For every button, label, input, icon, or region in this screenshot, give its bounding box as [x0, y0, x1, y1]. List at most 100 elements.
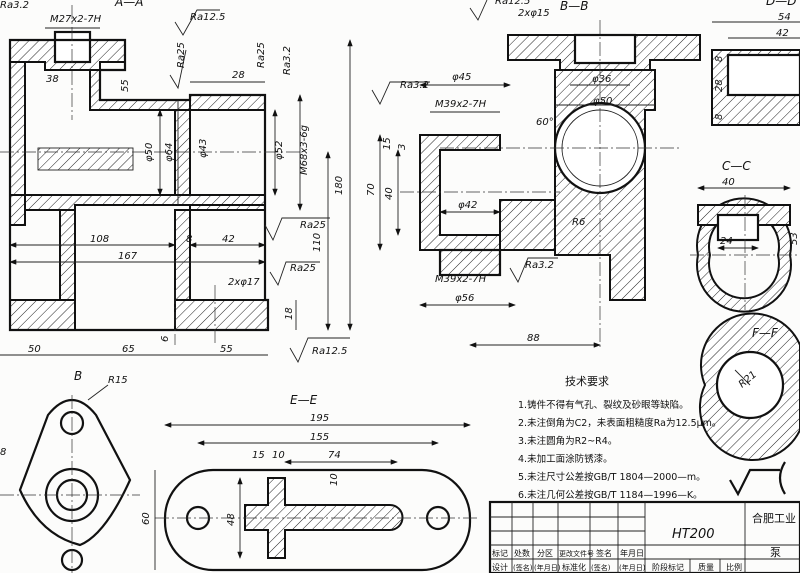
ee-dim-60: 60	[141, 512, 152, 525]
aa-body-left	[9, 61, 26, 196]
dd-dim-54: 54	[778, 12, 791, 23]
tb-row1-4: 签名	[596, 548, 612, 558]
notes-item-3: 3.未注圆角为R2~R4。	[518, 435, 617, 447]
view-b-flange: B R15 8	[0, 369, 140, 573]
cc-dim-40: 40	[722, 177, 735, 188]
b-dim-8: 8	[0, 447, 6, 458]
aa-ra25-label-3: Ra25	[300, 220, 326, 231]
title-block: HT200 合肥工业 泵 标记 处数 分区 更改文件号 签名 年月日 设计 (签…	[488, 500, 800, 573]
aa-dim-65: 65	[122, 344, 135, 355]
bb-r6: R6	[572, 217, 585, 228]
aa-dim-55b: 55	[220, 344, 233, 355]
cc-dim-24: 24	[720, 236, 733, 247]
bb-dim-3: 3	[397, 144, 408, 150]
bb-view-label: B—B	[560, 0, 588, 13]
notes-item-4: 4.未加工面涂防锈漆。	[518, 453, 613, 465]
aa-dim-18: 18	[284, 307, 295, 320]
tb-company: 合肥工业	[752, 511, 796, 525]
bb-dim-15: 15	[382, 137, 393, 150]
tb-row2-1: (签名)	[513, 563, 533, 572]
technical-requirements: 技术要求 1.铸件不得有气孔、裂纹及砂眼等缺陷。 2.未注倒角为C2，未表面粗糙…	[518, 375, 786, 501]
aa-dim-28: 28	[232, 70, 245, 81]
ee-dim-48: 48	[226, 513, 237, 526]
tb-row2-2: (年月日)	[534, 563, 561, 572]
aa-dim-180: 180	[334, 176, 345, 195]
aa-dim-42: 42	[222, 234, 235, 245]
tb-row1-1: 处数	[514, 548, 530, 558]
section-view-bb: B—B Ra12.5 2xφ15 φ45 φ36 Ra3.2 M39x2-7H …	[366, 0, 701, 350]
section-view-cc: C—C 40 24 53	[690, 159, 800, 313]
aa-ra32-label-2: Ra3.2	[282, 46, 293, 75]
ee-dim-155: 155	[310, 432, 329, 443]
tb-row2-4: (签名)	[591, 563, 611, 572]
bb-ra-symbol-2	[509, 257, 558, 284]
notes-item-1: 1.铸件不得有气孔、裂纹及砂眼等缺陷。	[518, 399, 689, 411]
aa-view-label: A—A	[114, 0, 143, 9]
aa-dim-55: 55	[120, 79, 131, 92]
aa-leg-right	[174, 209, 191, 301]
dd-slot	[726, 53, 800, 97]
aa-ra-symbol-2	[169, 49, 187, 90]
bb-ra125-label: Ra12.5	[495, 0, 530, 7]
bb-ra-symbol-1	[371, 81, 430, 105]
aa-base-right	[174, 299, 269, 331]
ee-dim-10a: 10	[272, 450, 285, 461]
aa-ra25-label-4: Ra25	[290, 263, 316, 274]
aa-ra32-label: Ra3.2	[0, 0, 29, 11]
section-view-aa: A—A Ra3.2 M27x2-7H Ra12.5 Ra25 Ra25 Ra3.…	[0, 0, 353, 364]
bb-phi42: φ42	[458, 200, 477, 211]
aa-m27-label: M27x2-7H	[50, 14, 102, 25]
bb-phi36: φ36	[592, 74, 611, 85]
section-view-ff: F—F R21	[698, 312, 800, 462]
ee-dim-74: 74	[328, 450, 341, 461]
aa-dim-phi43: φ43	[198, 139, 209, 158]
tb-row2-3: 标准化	[562, 562, 586, 572]
aa-dim-m68: M68x3-6g	[299, 125, 310, 175]
tb-row1-0: 标记	[492, 548, 508, 558]
aa-dim-50: 50	[28, 344, 41, 355]
aa-inner-column	[174, 109, 191, 196]
bb-phi56: φ56	[455, 293, 474, 304]
ff-radius-line	[734, 369, 751, 386]
bb-ra32-label-2: Ra3.2	[525, 260, 554, 271]
tb-scale: 比例	[726, 562, 742, 572]
bb-ra32-label: Ra3.2	[400, 80, 429, 91]
aa-side-window	[37, 147, 134, 171]
aa-dim-phi64: φ64	[164, 143, 175, 162]
aa-ra-symbol-4	[269, 261, 320, 287]
aa-dim-6: 6	[160, 336, 171, 342]
b-r15: R15	[108, 375, 128, 386]
tb-stage-mark: 阶段标记	[652, 562, 684, 572]
aa-dim-110: 110	[312, 233, 323, 252]
bb-left-wall	[419, 134, 501, 251]
bb-bottom-port	[438, 248, 502, 277]
aa-ra125-label-2: Ra12.5	[312, 346, 347, 357]
aa-dim-phi52: φ52	[274, 141, 285, 160]
general-roughness-symbol	[729, 461, 786, 497]
dd-view-label: D—D	[766, 0, 796, 8]
dd-dim-42: 42	[776, 28, 789, 39]
aa-ra-symbol-5	[289, 337, 350, 364]
tb-mass: 质量	[698, 562, 714, 572]
bb-phi50: φ50	[593, 96, 612, 107]
tb-row1-5: 年月日	[620, 548, 644, 558]
aa-leg-left	[59, 209, 76, 301]
notes-title: 技术要求	[565, 375, 609, 388]
aa-outline	[8, 38, 270, 332]
aa-dim-38: 38	[46, 74, 59, 85]
bb-holes15: 2xφ15	[518, 8, 550, 19]
ee-dim-15: 15	[252, 450, 265, 461]
bb-m39b: M39x2-7H	[435, 274, 487, 285]
aa-dim-108: 108	[90, 234, 109, 245]
dd-dim-8a: 8	[714, 56, 725, 62]
aa-dim-167: 167	[118, 251, 138, 262]
aa-ra125-label: Ra12.5	[190, 12, 225, 23]
aa-ra25-label-2: Ra25	[256, 42, 267, 68]
dd-dim-28: 28	[714, 79, 725, 92]
section-view-dd: D—D 54 42 8 28 8	[711, 0, 800, 126]
section-view-ee: E—E 195 155 15 10 74 10 48 60	[141, 393, 480, 572]
bb-dim-40: 40	[384, 187, 395, 200]
tb-row2-0: 设计	[492, 562, 508, 572]
